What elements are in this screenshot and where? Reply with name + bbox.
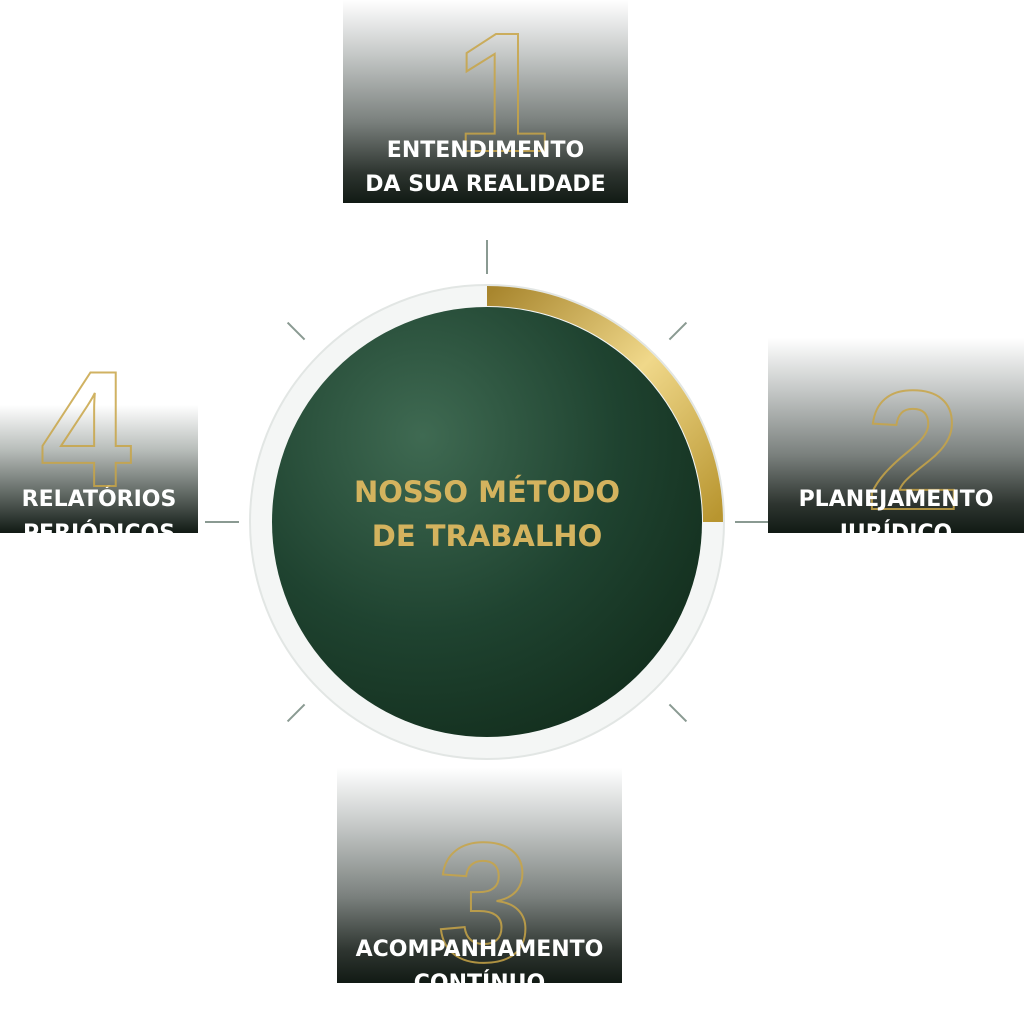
tick-mark [668, 703, 688, 723]
step-3-card: 3 ACOMPANHAMENTO CONTÍNUO [337, 768, 622, 983]
center-title-line: NOSSO MÉTODO [354, 475, 620, 509]
step-number: 1 [454, 0, 551, 188]
center-circle [272, 307, 702, 737]
step-label: CONTÍNUO [337, 967, 622, 983]
step-label: RELATÓRIOS [21, 487, 177, 512]
step-number: 4 [39, 337, 133, 521]
progress-arc [486, 286, 723, 523]
center-title: NOSSO MÉTODO DE TRABALHO [287, 470, 687, 558]
step-4-card: RELATÓRIOS PERIÓDICOS 4 [0, 346, 198, 533]
tick-mark [286, 321, 306, 341]
step-number: 2 [865, 356, 962, 533]
step-label: ACOMPANHAMENTO [355, 937, 604, 962]
step-label: ENTENDIMENTO [386, 138, 585, 163]
step-number: 3 [436, 808, 533, 983]
step-2-card: 2 PLANEJAMENTO JURÍDICO [768, 338, 1024, 533]
step-label: JURÍDICO [768, 517, 1024, 533]
step-label: PERIÓDICOS [0, 517, 198, 533]
tick-mark [286, 703, 306, 723]
center-title-line: DE TRABALHO [371, 519, 603, 553]
step-label: DA SUA REALIDADE [365, 172, 606, 197]
step-1-card: 1 ENTENDIMENTO DA SUA REALIDADE [343, 0, 628, 203]
tick-mark [668, 321, 688, 341]
step-label: PLANEJAMENTO [798, 487, 994, 512]
